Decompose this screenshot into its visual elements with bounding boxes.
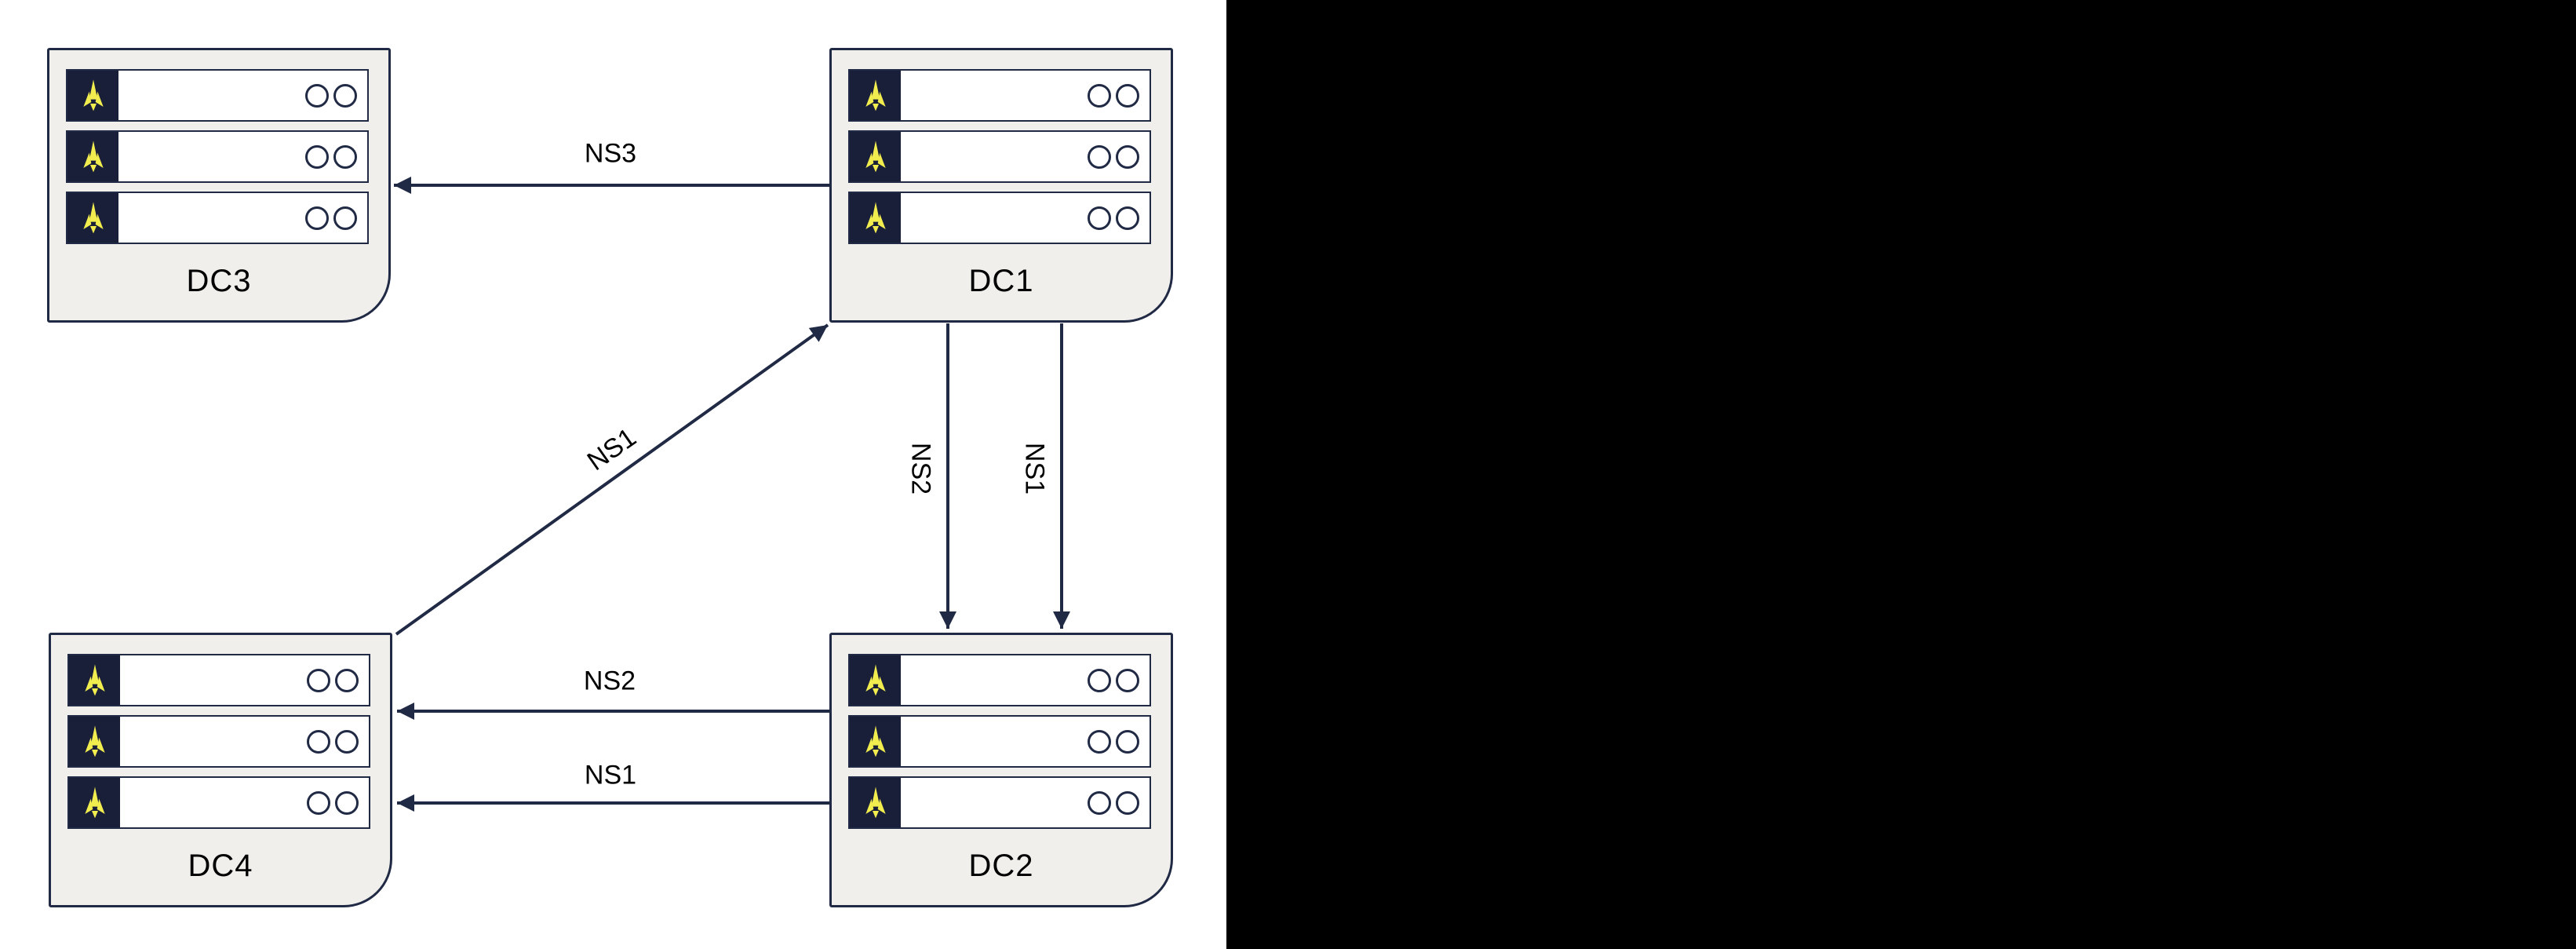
led-circle [1088, 144, 1111, 169]
rocket-icon [865, 201, 886, 233]
server-leds [305, 206, 367, 230]
node-dc1: DC1 [829, 48, 1173, 323]
server-tile [850, 655, 901, 705]
server-rack [66, 69, 369, 253]
rocket-icon [84, 786, 105, 818]
server-row [848, 192, 1151, 244]
rocket-icon [865, 140, 886, 172]
led-circle [1116, 144, 1139, 169]
led-circle [1088, 668, 1111, 692]
server-row [848, 654, 1151, 706]
server-row [66, 130, 369, 183]
server-tile [69, 655, 120, 705]
server-leds [1088, 144, 1150, 169]
led-circle [1088, 790, 1111, 815]
led-circle [1116, 206, 1139, 230]
edge-label-ns1-diagonal: NS1 [581, 422, 642, 477]
rocket-icon [82, 78, 104, 111]
server-rack [848, 69, 1151, 253]
led-circle [1088, 729, 1111, 754]
node-label: DC1 [968, 264, 1034, 298]
rocket-icon [82, 140, 104, 172]
led-circle [307, 729, 330, 754]
led-circle [305, 144, 329, 169]
server-leds [307, 729, 369, 754]
server-row [848, 715, 1151, 768]
edge-label-ns1-horizontal: NS1 [584, 760, 637, 790]
rocket-icon [82, 201, 104, 233]
edge-label-ns2-horizontal: NS2 [583, 666, 636, 696]
server-row [66, 192, 369, 244]
edge-ns1-diagonal-line [395, 323, 829, 636]
led-circle [335, 668, 359, 692]
edge-label-ns3: NS3 [584, 138, 637, 169]
led-circle [1116, 790, 1139, 815]
led-circle [1088, 206, 1111, 230]
server-leds [307, 790, 369, 815]
node-dc3: DC3 [47, 48, 391, 323]
edge-label-ns2-vertical: NS2 [905, 442, 936, 495]
rocket-icon [865, 663, 886, 695]
server-tile [67, 71, 118, 120]
led-circle [305, 206, 329, 230]
rocket-icon [865, 78, 886, 111]
led-circle [1088, 83, 1111, 108]
server-tile [67, 193, 118, 243]
server-leds [305, 83, 367, 108]
server-tile [67, 132, 118, 181]
led-circle [1116, 668, 1139, 692]
server-leds [1088, 729, 1150, 754]
server-tile [69, 717, 120, 766]
server-row [848, 776, 1151, 829]
server-row [67, 654, 370, 706]
led-circle [333, 144, 357, 169]
led-circle [307, 668, 330, 692]
led-circle [335, 790, 359, 815]
server-leds [1088, 668, 1150, 692]
server-row [848, 69, 1151, 122]
server-row [848, 130, 1151, 183]
rocket-icon [865, 725, 886, 757]
server-tile [69, 778, 120, 827]
server-leds [307, 668, 369, 692]
led-circle [307, 790, 330, 815]
server-rack [67, 654, 370, 838]
rocket-icon [865, 786, 886, 818]
led-circle [1116, 729, 1139, 754]
server-row [67, 776, 370, 829]
led-circle [305, 83, 329, 108]
led-circle [333, 206, 357, 230]
black-side-panel [1226, 0, 2576, 949]
rocket-icon [84, 663, 105, 695]
edge-label-ns1-vertical: NS1 [1019, 442, 1050, 495]
node-label: DC4 [188, 849, 253, 883]
server-rack [848, 654, 1151, 838]
server-leds [1088, 83, 1150, 108]
node-label: DC2 [968, 849, 1034, 883]
server-leds [1088, 790, 1150, 815]
server-row [66, 69, 369, 122]
led-circle [335, 729, 359, 754]
server-leds [1088, 206, 1150, 230]
led-circle [1116, 83, 1139, 108]
server-tile [850, 778, 901, 827]
server-tile [850, 132, 901, 181]
node-dc2: DC2 [829, 633, 1173, 907]
server-tile [850, 717, 901, 766]
rocket-icon [84, 725, 105, 757]
node-label: DC3 [186, 264, 252, 298]
server-row [67, 715, 370, 768]
node-dc4: DC4 [49, 633, 392, 907]
led-circle [333, 83, 357, 108]
server-tile [850, 71, 901, 120]
server-tile [850, 193, 901, 243]
server-leds [305, 144, 367, 169]
